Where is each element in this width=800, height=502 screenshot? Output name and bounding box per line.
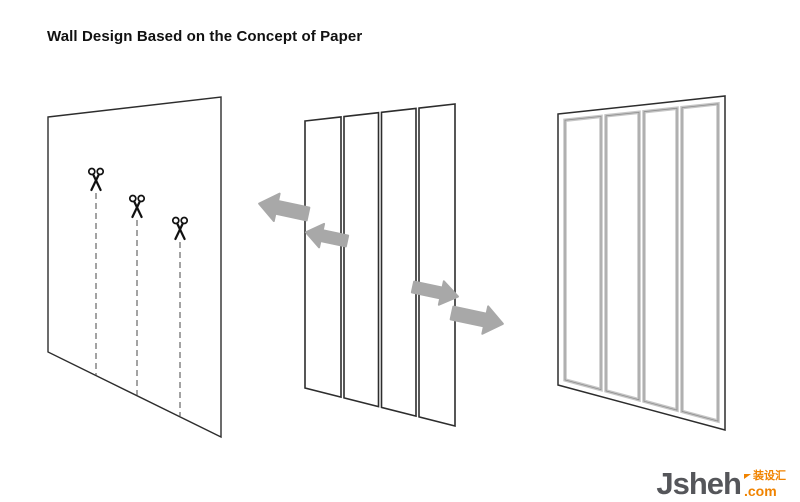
- logo-tagline-row: 装设汇: [744, 471, 786, 482]
- logo-domain: .com: [744, 483, 777, 499]
- scissors-icon: [87, 167, 105, 192]
- wall-panel: [563, 114, 603, 392]
- wall-panel-inner-edge: [605, 111, 640, 401]
- arrow-right-icon: [410, 280, 459, 306]
- strips-separation-stage: [258, 103, 504, 428]
- scissors-icon: [128, 194, 146, 219]
- wall-panel: [604, 110, 641, 403]
- wall-panel: [642, 106, 679, 413]
- logo-tagline: 装设汇: [753, 470, 786, 482]
- wall-panel-inner-edge: [564, 115, 602, 391]
- logo-side: 装设汇 .com: [744, 471, 786, 498]
- arrow-right-icon: [449, 305, 504, 335]
- paper-strip: [418, 103, 456, 428]
- sheet-cut-stage: [47, 96, 222, 439]
- scissors-icon: [171, 216, 189, 241]
- arrow-left-icon: [304, 222, 350, 249]
- page-title: Wall Design Based on the Concept of Pape…: [47, 28, 363, 45]
- flag-icon: [744, 474, 751, 479]
- wall-panel: [680, 101, 720, 424]
- arrow-left-icon: [258, 192, 311, 223]
- framed-wall-stage: [557, 95, 726, 431]
- paper-strip: [343, 111, 380, 408]
- paper-sheet: [47, 96, 222, 439]
- wall-panel-inner-edge: [681, 103, 719, 422]
- jsheh-logo: Jsheh 装设汇 .com: [656, 466, 786, 502]
- wall-panel-inner-edge: [643, 107, 678, 411]
- logo-wordmark: Jsheh: [656, 466, 742, 502]
- paper-strip: [380, 107, 417, 418]
- paper-strip: [304, 116, 342, 399]
